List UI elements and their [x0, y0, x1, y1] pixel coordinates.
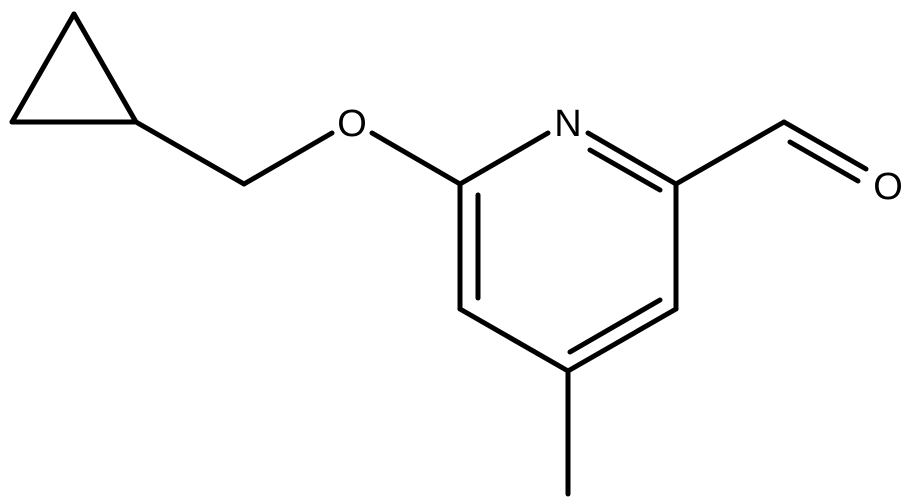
bond-c4-c5 — [457, 306, 571, 374]
bond-c2-cho — [673, 119, 787, 187]
bond-ch2-o — [241, 130, 335, 187]
atom-label-aldehyde-oxygen: O — [873, 166, 903, 208]
bond-o-c6 — [369, 130, 463, 187]
bond-cp-ch2 — [133, 119, 247, 187]
bond-cho-o-2 — [787, 139, 861, 184]
bond-cp-top-right — [71, 11, 139, 125]
bond-c6-n — [457, 130, 551, 187]
bond-n-c2-inner — [587, 147, 663, 193]
bond-c3-c4-inner — [567, 297, 663, 355]
bond-n-c2 — [585, 130, 679, 187]
atom-label-ether-oxygen: O — [337, 103, 367, 145]
bond-cp-top-left — [9, 11, 77, 125]
bond-cho-o-1 — [781, 119, 869, 172]
bond-c3-c4 — [565, 306, 679, 374]
atom-label-nitrogen: N — [554, 103, 581, 145]
